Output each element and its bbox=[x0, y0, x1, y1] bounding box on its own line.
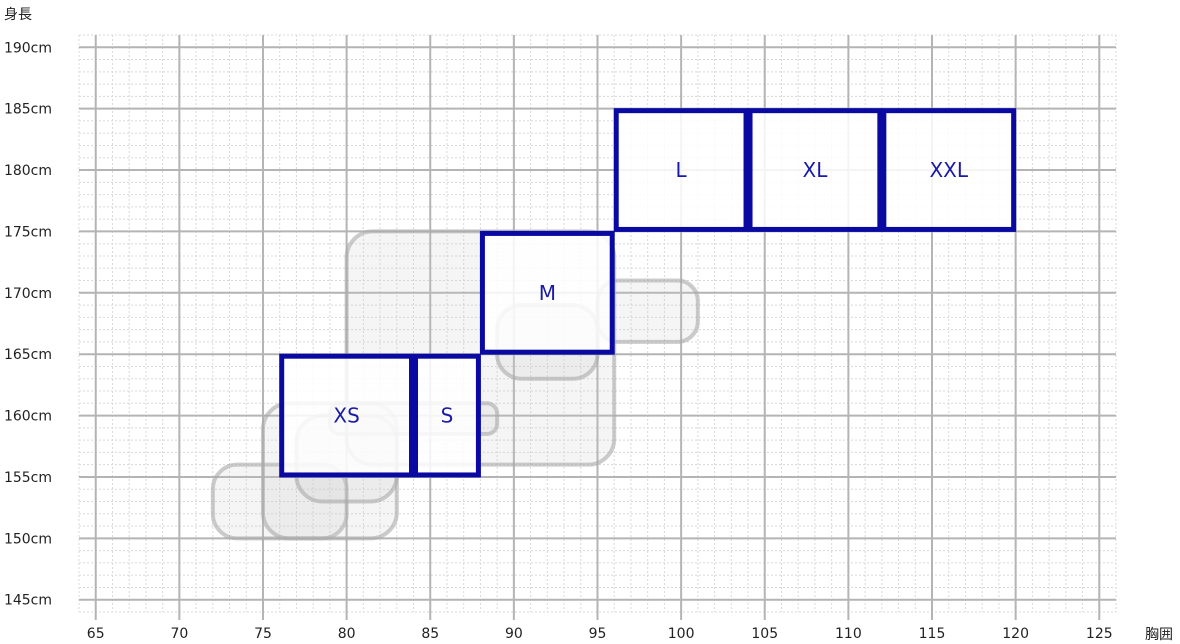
x-tick-label: 95 bbox=[589, 626, 607, 642]
size-label-xl: XL bbox=[803, 158, 829, 182]
y-tick-label: 155cm bbox=[4, 470, 52, 486]
y-axis-title: 身長 bbox=[4, 7, 32, 23]
size-box-m bbox=[479, 230, 615, 355]
x-tick-label: 90 bbox=[505, 626, 523, 642]
x-tick-label: 70 bbox=[170, 626, 188, 642]
y-axis-ticks: 145cm 150cm 155cm 160cm 165cm 170cm 175cm 180cm… bbox=[4, 40, 52, 608]
size-label-m: M bbox=[539, 281, 556, 305]
y-tick-label: 175cm bbox=[4, 224, 52, 240]
y-tick-label: 170cm bbox=[4, 286, 52, 302]
x-tick-label: 125 bbox=[1086, 626, 1113, 642]
x-tick-label: 65 bbox=[87, 626, 105, 642]
size-label-xxl: XXL bbox=[929, 158, 968, 182]
x-tick-label: 105 bbox=[751, 626, 778, 642]
y-tick-label: 165cm bbox=[4, 347, 52, 363]
size-box-xxl bbox=[881, 108, 1017, 232]
size-label-s: S bbox=[441, 404, 454, 428]
x-tick-label: 120 bbox=[1002, 626, 1029, 642]
y-tick-label: 145cm bbox=[4, 593, 52, 609]
size-boxes: XS S M L XL XXL bbox=[279, 108, 1017, 478]
size-label-l: L bbox=[676, 158, 688, 182]
minor-grid bbox=[78, 34, 1117, 613]
x-axis-title: 胸囲 bbox=[1145, 627, 1173, 643]
y-tick-label: 190cm bbox=[4, 40, 52, 56]
size-box-xs bbox=[279, 353, 415, 478]
y-tick-label: 160cm bbox=[4, 409, 52, 425]
size-box-s bbox=[413, 353, 481, 478]
x-tick-label: 80 bbox=[338, 626, 356, 642]
y-tick-label: 185cm bbox=[4, 102, 52, 118]
size-box-l bbox=[613, 108, 749, 232]
y-tick-label: 180cm bbox=[4, 163, 52, 179]
x-axis-ticks: 65 70 75 80 85 90 95 100 105 110 115 120 125 bbox=[87, 626, 1113, 642]
size-label-xs: XS bbox=[333, 404, 359, 428]
y-tick-label: 150cm bbox=[4, 531, 52, 547]
x-tick-label: 115 bbox=[919, 626, 946, 642]
x-tick-label: 85 bbox=[421, 626, 439, 642]
x-tick-label: 110 bbox=[835, 626, 862, 642]
size-box-xl bbox=[747, 108, 883, 232]
x-tick-label: 100 bbox=[668, 626, 695, 642]
x-tick-label: 75 bbox=[254, 626, 272, 642]
